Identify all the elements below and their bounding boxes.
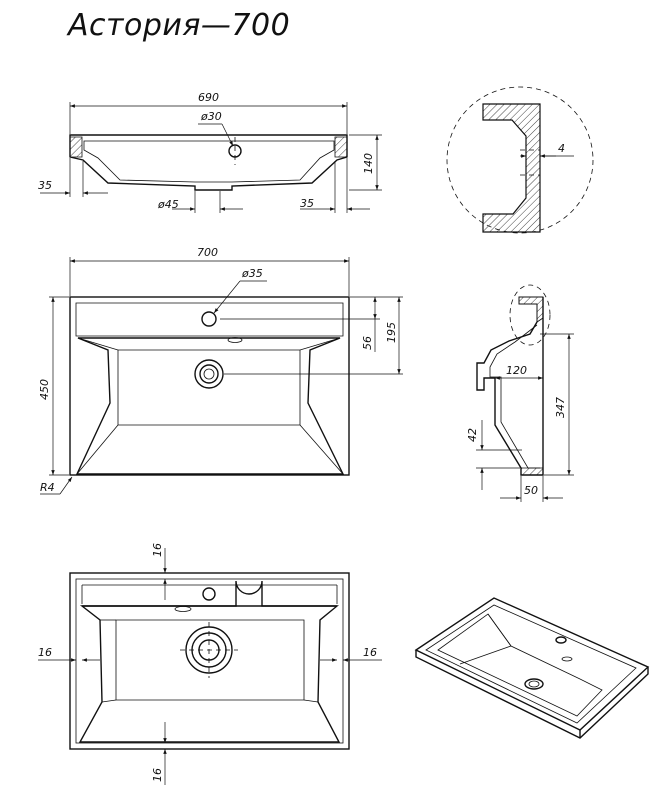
bottom-margin-right-label: 16 — [363, 646, 377, 659]
detail-view: 4 — [446, 86, 594, 234]
front-left-hatch — [69, 136, 83, 158]
front-drain-label: ø45 — [157, 198, 179, 211]
bottom-outer-rect — [69, 572, 350, 750]
bottom-rim-notch — [82, 580, 337, 607]
iso-overflow-slot — [561, 656, 573, 662]
front-right-hatch — [334, 136, 348, 158]
bottom-margin-top-label: 16 — [151, 543, 164, 557]
detail-circle — [446, 86, 594, 234]
top-offset-a-label: 56 — [361, 336, 374, 350]
bottom-margin-left-label: 16 — [38, 646, 52, 659]
detail-section-hatch — [482, 103, 541, 233]
top-radius-label: R4 — [40, 481, 55, 494]
top-tap-hole-label: ø35 — [241, 267, 263, 280]
top-bowl-outline — [75, 337, 345, 475]
iso-top-face — [414, 597, 650, 731]
bottom-bowl-outline — [78, 605, 341, 743]
side-section-outline — [476, 297, 544, 476]
drawing-title: Астория—700 — [68, 8, 291, 43]
side-section-inner — [489, 324, 540, 469]
top-view: 700 ø35 450 56 195 R4 — [38, 246, 403, 495]
top-outer-rect — [69, 296, 350, 476]
side-height-label: 347 — [554, 397, 567, 418]
side-step-label: 42 — [466, 428, 479, 442]
front-width-label: 690 — [198, 91, 219, 104]
front-height-label: 140 — [362, 153, 375, 174]
iso-drain-outer — [524, 678, 544, 690]
bottom-tap-hole — [202, 587, 216, 601]
top-tap-hole — [201, 311, 217, 327]
side-view: 347 120 42 50 — [466, 284, 574, 502]
bottom-overflow-slot — [174, 606, 192, 612]
bottom-view: 16 16 16 16 — [38, 543, 382, 785]
top-offset-b-label: 195 — [385, 322, 398, 343]
top-drain-inner — [199, 364, 219, 384]
detail-wall-label: 4 — [558, 142, 565, 155]
top-width-label: 700 — [197, 246, 218, 259]
top-rim-line — [75, 302, 344, 337]
side-detail-ellipse — [509, 284, 551, 346]
side-top-hatch — [518, 296, 544, 323]
isometric-view — [414, 597, 650, 739]
front-edge-bottom-label: 35 — [300, 197, 314, 210]
front-view: 690 ø30 140 35 ø45 35 — [38, 91, 382, 213]
side-base-label: 50 — [524, 484, 538, 497]
bottom-margin-bottom-label: 16 — [151, 768, 164, 782]
top-drain-outer — [194, 359, 224, 389]
top-depth-label: 450 — [38, 379, 51, 400]
side-depth-label: 120 — [506, 364, 527, 377]
front-view-inner-line — [83, 140, 335, 183]
iso-rim-inner — [425, 604, 637, 724]
side-bottom-hatch — [520, 467, 544, 476]
iso-drain-inner — [528, 680, 540, 688]
top-overflow-slot — [227, 337, 243, 343]
iso-front-edge — [415, 650, 649, 739]
front-hole-label: ø30 — [200, 110, 222, 123]
front-edge-left-label: 35 — [38, 179, 52, 192]
iso-tap-hole — [555, 636, 567, 644]
